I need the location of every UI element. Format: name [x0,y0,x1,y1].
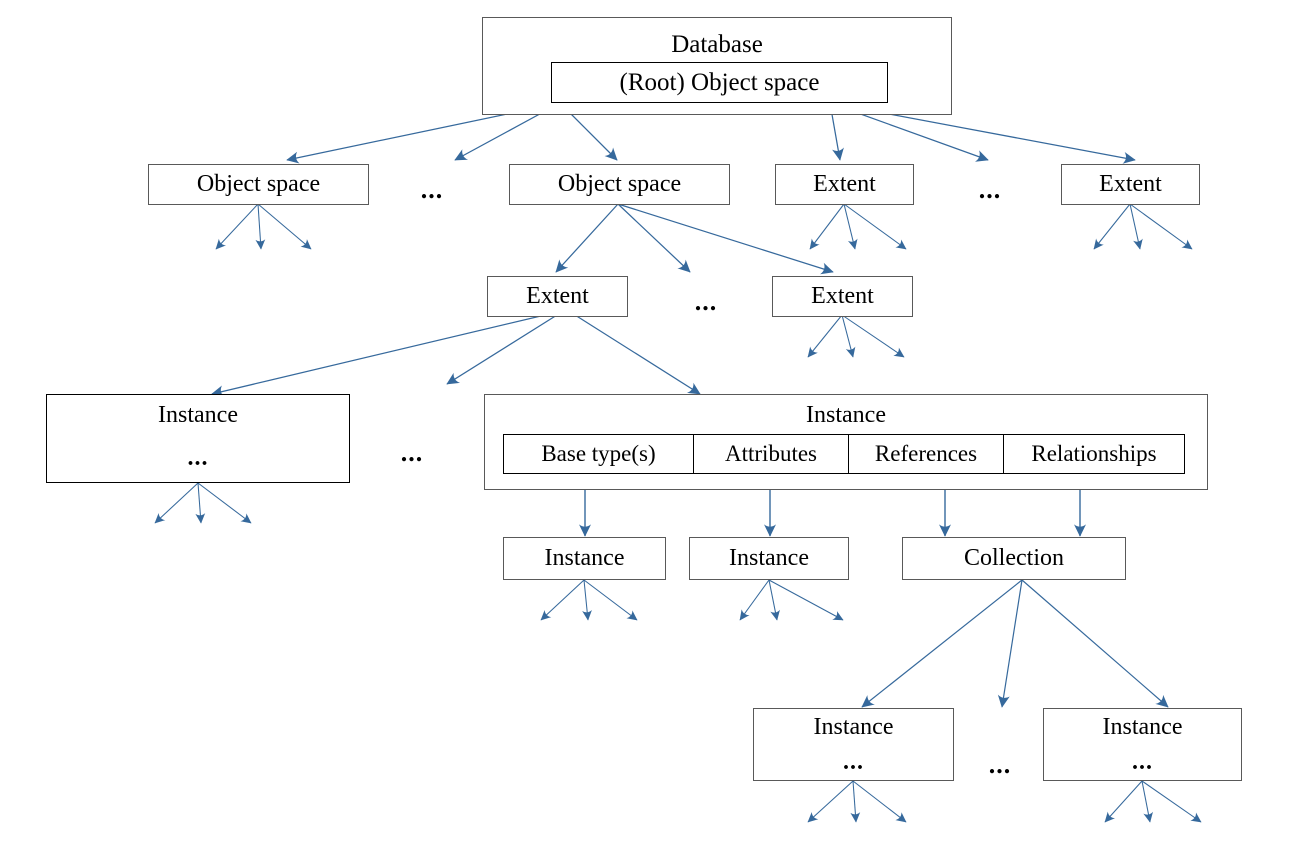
node-instance-level6-right-dots: ... [1132,749,1153,776]
node-collection-label: Collection [964,544,1064,571]
node-extent-level2-left[interactable]: Extent [775,164,914,205]
node-object-space-right-label: Object space [557,170,682,197]
node-extent-level3-right-label: Extent [811,282,874,309]
ellipsis-level6: ... [988,750,1012,779]
node-instance-level6-left-label: Instance [813,714,894,740]
node-instance-level4-left-dots: ... [187,445,209,472]
compartment-attributes[interactable]: Attributes [693,434,848,474]
node-extent-level2-right-label: Extent [1099,170,1162,197]
ellipsis-level2-right: ... [978,175,1002,204]
node-database-label: Database [671,31,763,58]
node-root-object-space[interactable]: (Root) Object space [551,62,888,103]
node-object-space-left-label: Object space [196,170,321,197]
node-instance-level6-right[interactable]: Instance ... [1043,708,1242,781]
compartment-base-types[interactable]: Base type(s) [503,434,693,474]
node-instance-level6-left[interactable]: Instance ... [753,708,954,781]
node-instance-attributes-label: Instance [729,544,809,571]
node-object-space-right[interactable]: Object space [509,164,730,205]
ellipsis-level4: ... [400,438,424,467]
compartment-relationships[interactable]: Relationships [1003,434,1185,474]
node-object-space-left[interactable]: Object space [148,164,369,205]
node-instance-level6-right-label: Instance [1102,714,1183,740]
instance-compartment-row: Base type(s) Attributes References Relat… [503,434,1185,474]
compartment-references[interactable]: References [848,434,1003,474]
node-instance-level6-left-dots: ... [843,749,864,776]
ellipsis-level3: ... [694,287,718,316]
node-instance-level4-left-label: Instance [158,402,238,428]
node-instance-level4-left[interactable]: Instance ... [46,394,350,483]
node-instance-base-types[interactable]: Instance [503,537,666,580]
node-extent-level3-left-label: Extent [526,282,589,309]
node-extent-level3-right[interactable]: Extent [772,276,913,317]
node-instance-attributes[interactable]: Instance [689,537,849,580]
node-extent-level2-left-label: Extent [813,170,876,197]
node-root-object-space-label: (Root) Object space [619,68,820,96]
node-extent-level2-right[interactable]: Extent [1061,164,1200,205]
node-instance-base-types-label: Instance [544,544,625,571]
node-collection[interactable]: Collection [902,537,1126,580]
node-instance-main-label: Instance [806,402,886,428]
node-extent-level3-left[interactable]: Extent [487,276,628,317]
ellipsis-level2-left: ... [420,175,444,204]
